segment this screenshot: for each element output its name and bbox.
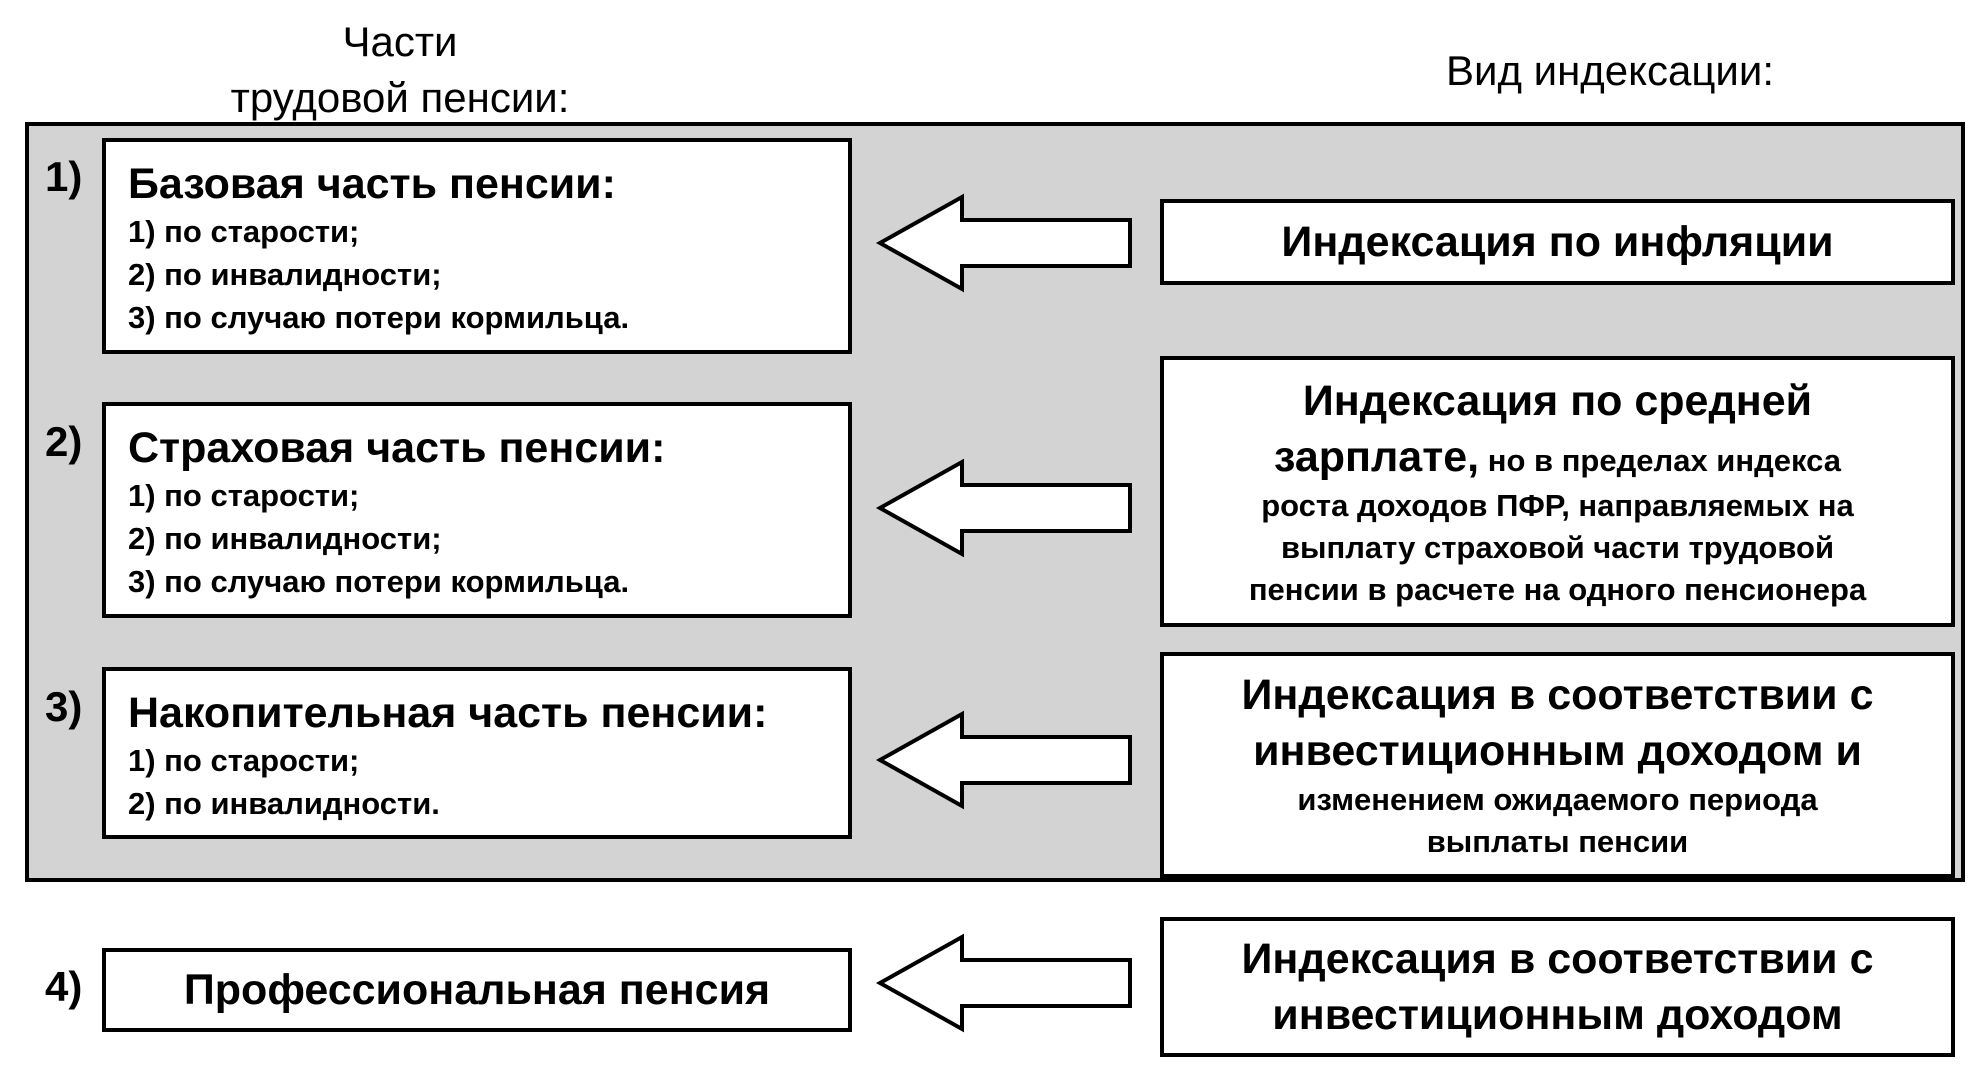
basic-part-item-2: 2) по инвалидности; bbox=[128, 257, 442, 292]
salary-indexation-line-3: роста доходов ПФР, направляемых на bbox=[1261, 487, 1854, 523]
salary-indexation-line-1: Индексация по средней bbox=[1302, 376, 1813, 425]
arrow-left-4 bbox=[875, 933, 1132, 1033]
investment-period-line-1: Индексация в соответствии с bbox=[1241, 671, 1874, 719]
salary-indexation-line-5: пенсии в расчете на одного пенсионера bbox=[1248, 571, 1867, 607]
arrow-left-3 bbox=[875, 710, 1132, 810]
funded-part-title: Накопительная часть пенсии: bbox=[128, 689, 768, 737]
right-column-header: Вид индексации: bbox=[1445, 47, 1775, 94]
row-number-4: 4) bbox=[45, 963, 83, 1010]
investment-period-indexation-box: Индексация в соответствии с инвестиционн… bbox=[1160, 652, 1955, 878]
insurance-part-title: Страховая часть пенсии: bbox=[128, 424, 666, 472]
investment-period-line-2: инвестиционным доходом и bbox=[1253, 727, 1862, 775]
salary-indexation-line-2-small: но в пределах индекса bbox=[1479, 442, 1841, 478]
inflation-indexation-box: Индексация по инфляции bbox=[1160, 199, 1955, 285]
left-header-line-2: трудовой пенсии: bbox=[230, 74, 570, 121]
left-header-line-1: Части bbox=[342, 18, 458, 65]
investment-indexation-line-1: Индексация в соответствии с bbox=[1241, 935, 1874, 983]
left-column-header: Части трудовой пенсии: bbox=[150, 14, 650, 126]
basic-part-item-3: 3) по случаю потери кормильца. bbox=[128, 300, 630, 335]
funded-part-item-2: 2) по инвалидности. bbox=[128, 786, 440, 821]
row-number-1: 1) bbox=[45, 153, 83, 200]
insurance-part-item-3: 3) по случаю потери кормильца. bbox=[128, 564, 630, 599]
arrow-left-1 bbox=[875, 193, 1132, 293]
insurance-part-item-1: 1) по старости; bbox=[128, 478, 360, 513]
professional-pension-box: Профессиональная пенсия bbox=[102, 948, 852, 1032]
funded-part-box: Накопительная часть пенсии: 1) по старос… bbox=[102, 667, 852, 839]
salary-indexation-box: Индексация по средней зарплате, но в пре… bbox=[1160, 356, 1955, 627]
salary-indexation-line-2: зарплате, но в пределах индекса bbox=[1274, 429, 1841, 485]
investment-indexation-line-2: инвестиционным доходом bbox=[1272, 991, 1843, 1039]
inflation-indexation-text: Индексация по инфляции bbox=[1281, 218, 1834, 266]
basic-part-item-1: 1) по старости; bbox=[128, 214, 360, 249]
basic-part-title: Базовая часть пенсии: bbox=[128, 160, 616, 208]
insurance-part-item-2: 2) по инвалидности; bbox=[128, 521, 442, 556]
row-number-2: 2) bbox=[45, 418, 83, 465]
insurance-part-box: Страховая часть пенсии: 1) по старости; … bbox=[102, 402, 852, 618]
investment-period-line-4: выплаты пенсии bbox=[1426, 824, 1689, 859]
arrow-left-2 bbox=[875, 458, 1132, 558]
salary-indexation-line-4: выплату страховой части трудовой bbox=[1280, 529, 1835, 565]
professional-pension-title: Профессиональная пенсия bbox=[183, 966, 771, 1014]
investment-indexation-box: Индексация в соответствии с инвестиционн… bbox=[1160, 917, 1955, 1057]
investment-period-line-3: изменением ожидаемого периода bbox=[1297, 782, 1818, 817]
row-number-3: 3) bbox=[45, 683, 83, 730]
funded-part-item-1: 1) по старости; bbox=[128, 743, 360, 778]
basic-part-box: Базовая часть пенсии: 1) по старости; 2)… bbox=[102, 138, 852, 354]
salary-indexation-line-2-bold: зарплате, bbox=[1274, 432, 1480, 481]
